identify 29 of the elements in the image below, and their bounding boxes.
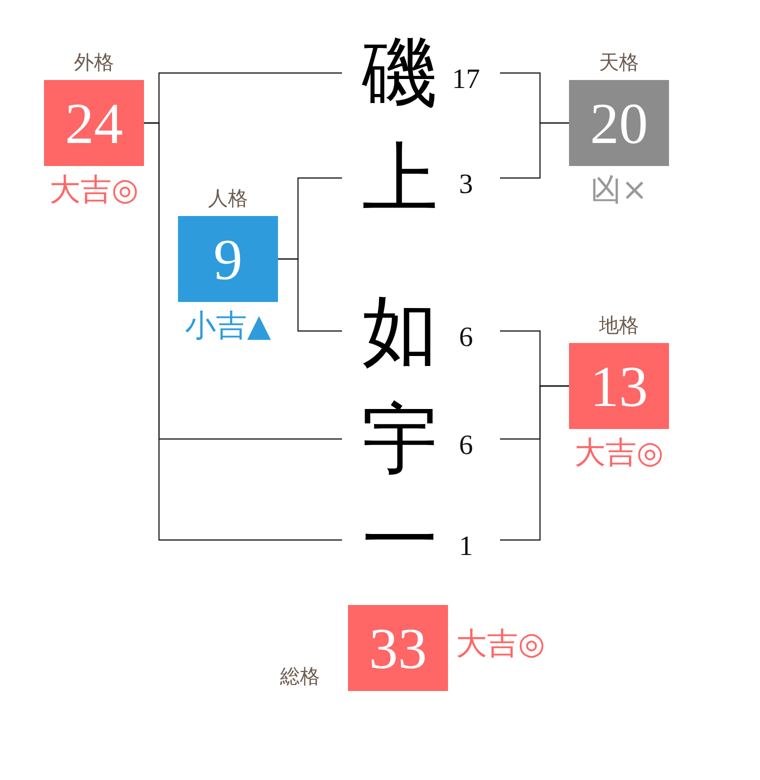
- score-tile: 13: [569, 343, 669, 429]
- stroke-count: 6: [459, 432, 473, 460]
- name-character: 上: [362, 137, 438, 219]
- stroke-count: 1: [459, 533, 473, 561]
- category-label: 地格: [599, 312, 639, 338]
- fortune-label: 大吉◎: [574, 434, 664, 472]
- name-character: 磯: [362, 32, 438, 114]
- fortune-label: 小吉▲: [185, 307, 271, 345]
- stroke-count: 3: [459, 171, 473, 199]
- name-character: 宇: [362, 398, 438, 480]
- category-label: 人格: [208, 185, 248, 211]
- name-character: 如: [362, 290, 438, 372]
- fortune-label: 凶×: [590, 171, 648, 209]
- fortune-label: 大吉◎: [456, 625, 546, 663]
- category-label: 外格: [74, 49, 114, 75]
- score-tile: 24: [44, 80, 144, 166]
- category-label: 天格: [599, 49, 639, 75]
- category-label: 総格: [280, 663, 320, 689]
- fortune-label: 大吉◎: [49, 171, 139, 209]
- bracket-line: [144, 122, 342, 541]
- bracket-line: [278, 258, 342, 332]
- bracket-line: [500, 122, 569, 179]
- name-character: 一: [362, 499, 438, 581]
- bracket-line: [500, 385, 569, 541]
- stroke-count: 6: [459, 324, 473, 352]
- score-tile: 20: [569, 80, 669, 166]
- score-tile: 33: [348, 605, 448, 691]
- score-tile: 9: [178, 216, 278, 302]
- stroke-count: 17: [452, 66, 480, 94]
